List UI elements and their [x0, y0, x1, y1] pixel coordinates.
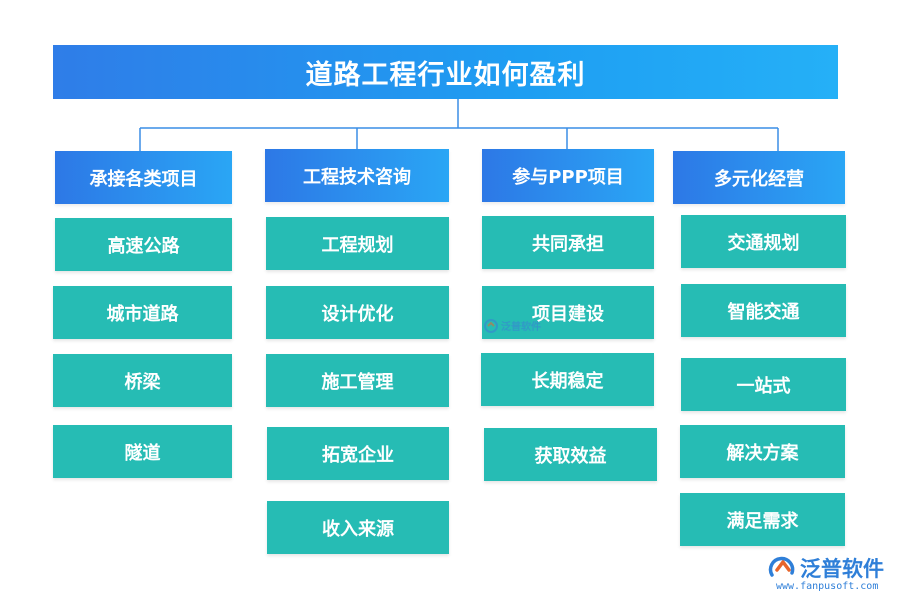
column-2-item-4: 拓宽企业 [267, 427, 449, 480]
column-3-item-1: 共同承担 [482, 216, 654, 269]
diagram-title: 道路工程行业如何盈利 [53, 45, 838, 99]
column-1-item-3: 桥梁 [53, 354, 232, 407]
column-2-item-3: 施工管理 [266, 354, 449, 407]
column-4-item-1: 交通规划 [681, 215, 846, 268]
fanpu-logo-icon [768, 556, 795, 577]
brand-logo: 泛普软件 www.fanpusoft.com [768, 553, 893, 597]
column-4-item-2: 智能交通 [681, 284, 846, 337]
brand-name: 泛普软件 [800, 557, 884, 581]
column-header-3: 参与PPP项目 [482, 149, 654, 202]
column-4-item-4: 解决方案 [680, 425, 845, 478]
brand-url: www.fanpusoft.com [776, 581, 879, 592]
column-header-1: 承接各类项目 [55, 151, 232, 204]
center-watermark: 泛普软件 [484, 318, 541, 333]
column-1-item-2: 城市道路 [53, 286, 232, 339]
column-2-item-1: 工程规划 [266, 217, 449, 270]
fanpu-logo-icon [484, 318, 498, 333]
column-3-item-3: 长期稳定 [481, 353, 654, 406]
column-4-item-5: 满足需求 [680, 493, 845, 546]
column-3-item-4: 获取效益 [484, 428, 657, 481]
column-header-2: 工程技术咨询 [265, 149, 449, 202]
column-2-item-5: 收入来源 [267, 501, 449, 554]
column-header-4: 多元化经营 [673, 151, 845, 204]
column-1-item-4: 隧道 [53, 425, 232, 478]
column-2-item-2: 设计优化 [266, 286, 449, 339]
column-4-item-3: 一站式 [681, 358, 846, 411]
center-watermark-text: 泛普软件 [501, 322, 541, 333]
column-3-item-2: 项目建设 [482, 286, 654, 339]
column-1-item-1: 高速公路 [55, 218, 232, 271]
